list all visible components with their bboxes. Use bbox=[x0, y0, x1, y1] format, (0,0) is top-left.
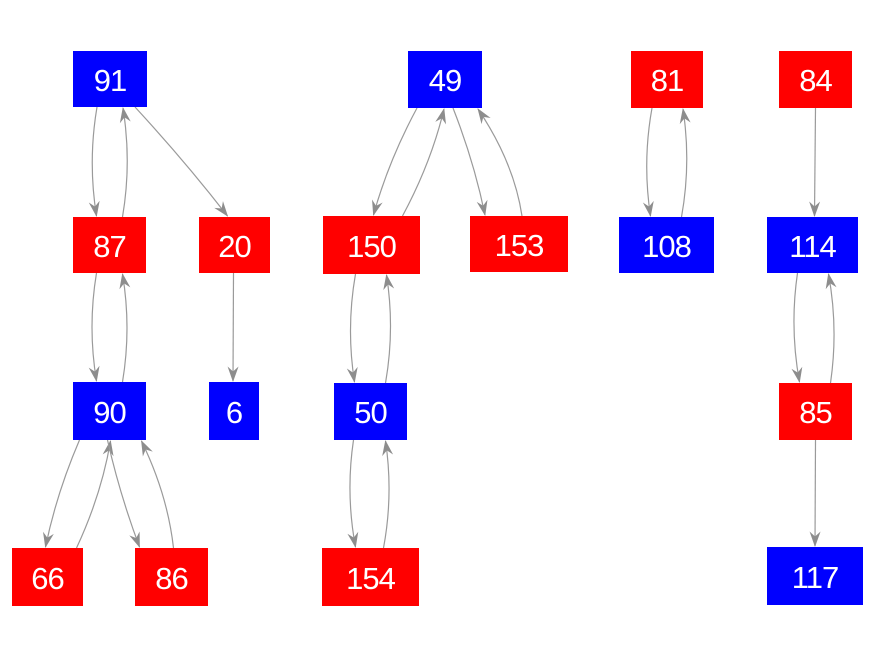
edge-90-66 bbox=[43, 439, 81, 548]
edge-87-90 bbox=[88, 272, 100, 382]
node-label: 50 bbox=[354, 395, 387, 430]
node-91[interactable]: 91 bbox=[73, 51, 147, 107]
node-label: 86 bbox=[155, 560, 188, 596]
edge-150-50 bbox=[346, 273, 358, 383]
node-label: 49 bbox=[428, 63, 462, 98]
edge-85-117 bbox=[809, 439, 821, 547]
node-50[interactable]: 50 bbox=[334, 383, 407, 440]
node-108[interactable]: 108 bbox=[619, 217, 714, 273]
edge-49-150 bbox=[372, 107, 418, 216]
node-label: 153 bbox=[494, 227, 545, 263]
edge-154-50 bbox=[382, 440, 394, 549]
node-label: 154 bbox=[346, 560, 396, 596]
node-6[interactable]: 6 bbox=[209, 382, 259, 440]
node-90[interactable]: 90 bbox=[73, 382, 146, 440]
edge-150-49 bbox=[401, 108, 446, 217]
node-label: 108 bbox=[642, 228, 692, 264]
node-label: 81 bbox=[650, 63, 684, 98]
edge-91-20 bbox=[134, 106, 229, 217]
node-154[interactable]: 154 bbox=[322, 548, 419, 606]
edge-91-87 bbox=[88, 106, 100, 217]
node-84[interactable]: 84 bbox=[779, 51, 852, 108]
node-20[interactable]: 20 bbox=[199, 217, 270, 273]
node-150[interactable]: 150 bbox=[323, 216, 420, 274]
edge-90-87 bbox=[119, 273, 131, 383]
node-label: 84 bbox=[799, 63, 832, 98]
edge-50-154 bbox=[347, 439, 359, 548]
edge-66-90 bbox=[75, 440, 114, 549]
node-49[interactable]: 49 bbox=[408, 51, 482, 108]
edge-81-108 bbox=[642, 107, 654, 217]
node-label: 85 bbox=[799, 395, 832, 430]
node-label: 6 bbox=[225, 394, 243, 430]
node-114[interactable]: 114 bbox=[767, 217, 858, 273]
node-87[interactable]: 87 bbox=[73, 217, 146, 273]
edge-50-150 bbox=[383, 274, 395, 384]
edge-86-90 bbox=[140, 440, 175, 549]
edge-90-86 bbox=[106, 439, 141, 548]
edge-84-114 bbox=[809, 107, 821, 217]
edge-49-153 bbox=[452, 107, 488, 216]
edge-85-114 bbox=[825, 273, 837, 384]
node-label: 117 bbox=[791, 559, 839, 595]
node-label: 20 bbox=[218, 228, 251, 264]
edge-20-6 bbox=[227, 272, 239, 382]
edge-108-81 bbox=[679, 108, 691, 218]
node-label: 66 bbox=[31, 560, 64, 596]
node-85[interactable]: 85 bbox=[779, 383, 852, 440]
edge-153-49 bbox=[477, 108, 523, 217]
node-label: 87 bbox=[93, 228, 126, 264]
node-153[interactable]: 153 bbox=[470, 216, 568, 272]
node-86[interactable]: 86 bbox=[135, 548, 208, 606]
node-81[interactable]: 81 bbox=[631, 51, 703, 108]
edge-114-85 bbox=[791, 272, 803, 383]
node-label: 150 bbox=[347, 228, 397, 264]
node-label: 90 bbox=[93, 394, 126, 430]
node-66[interactable]: 66 bbox=[12, 548, 83, 606]
node-117[interactable]: 117 bbox=[767, 547, 863, 605]
node-label: 91 bbox=[93, 62, 127, 98]
node-label: 114 bbox=[789, 228, 836, 264]
edge-87-91 bbox=[119, 107, 131, 218]
